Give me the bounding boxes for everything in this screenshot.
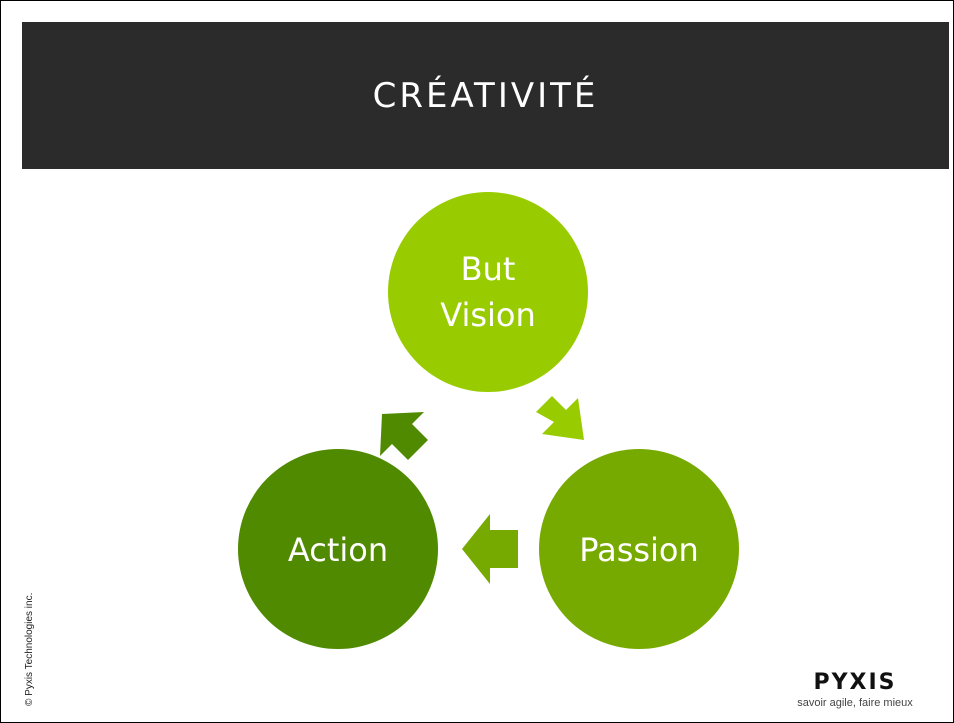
slide-title: CRÉATIVITÉ [372,75,599,116]
arrow-top-to-right [536,396,584,440]
logo-wordmark: PYXIS [813,670,897,695]
title-banner: CRÉATIVITÉ [22,22,949,169]
node-passion [539,449,739,649]
node-action [238,449,438,649]
logo-tagline: savoir agile, faire mieux [797,697,913,709]
arrow-left-to-top [380,412,428,460]
node-but-vision [388,192,588,392]
arrow-right-to-left [462,514,518,584]
copyright-notice: © Pyxis Technologies inc. [24,592,35,706]
node-but-vision-line2: Vision [440,296,536,334]
node-action-label: Action [288,531,388,569]
pyxis-logo: PYXIS savoir agile, faire mieux [780,670,930,715]
node-but-vision-line1: But [461,250,516,288]
node-passion-label: Passion [579,531,699,569]
